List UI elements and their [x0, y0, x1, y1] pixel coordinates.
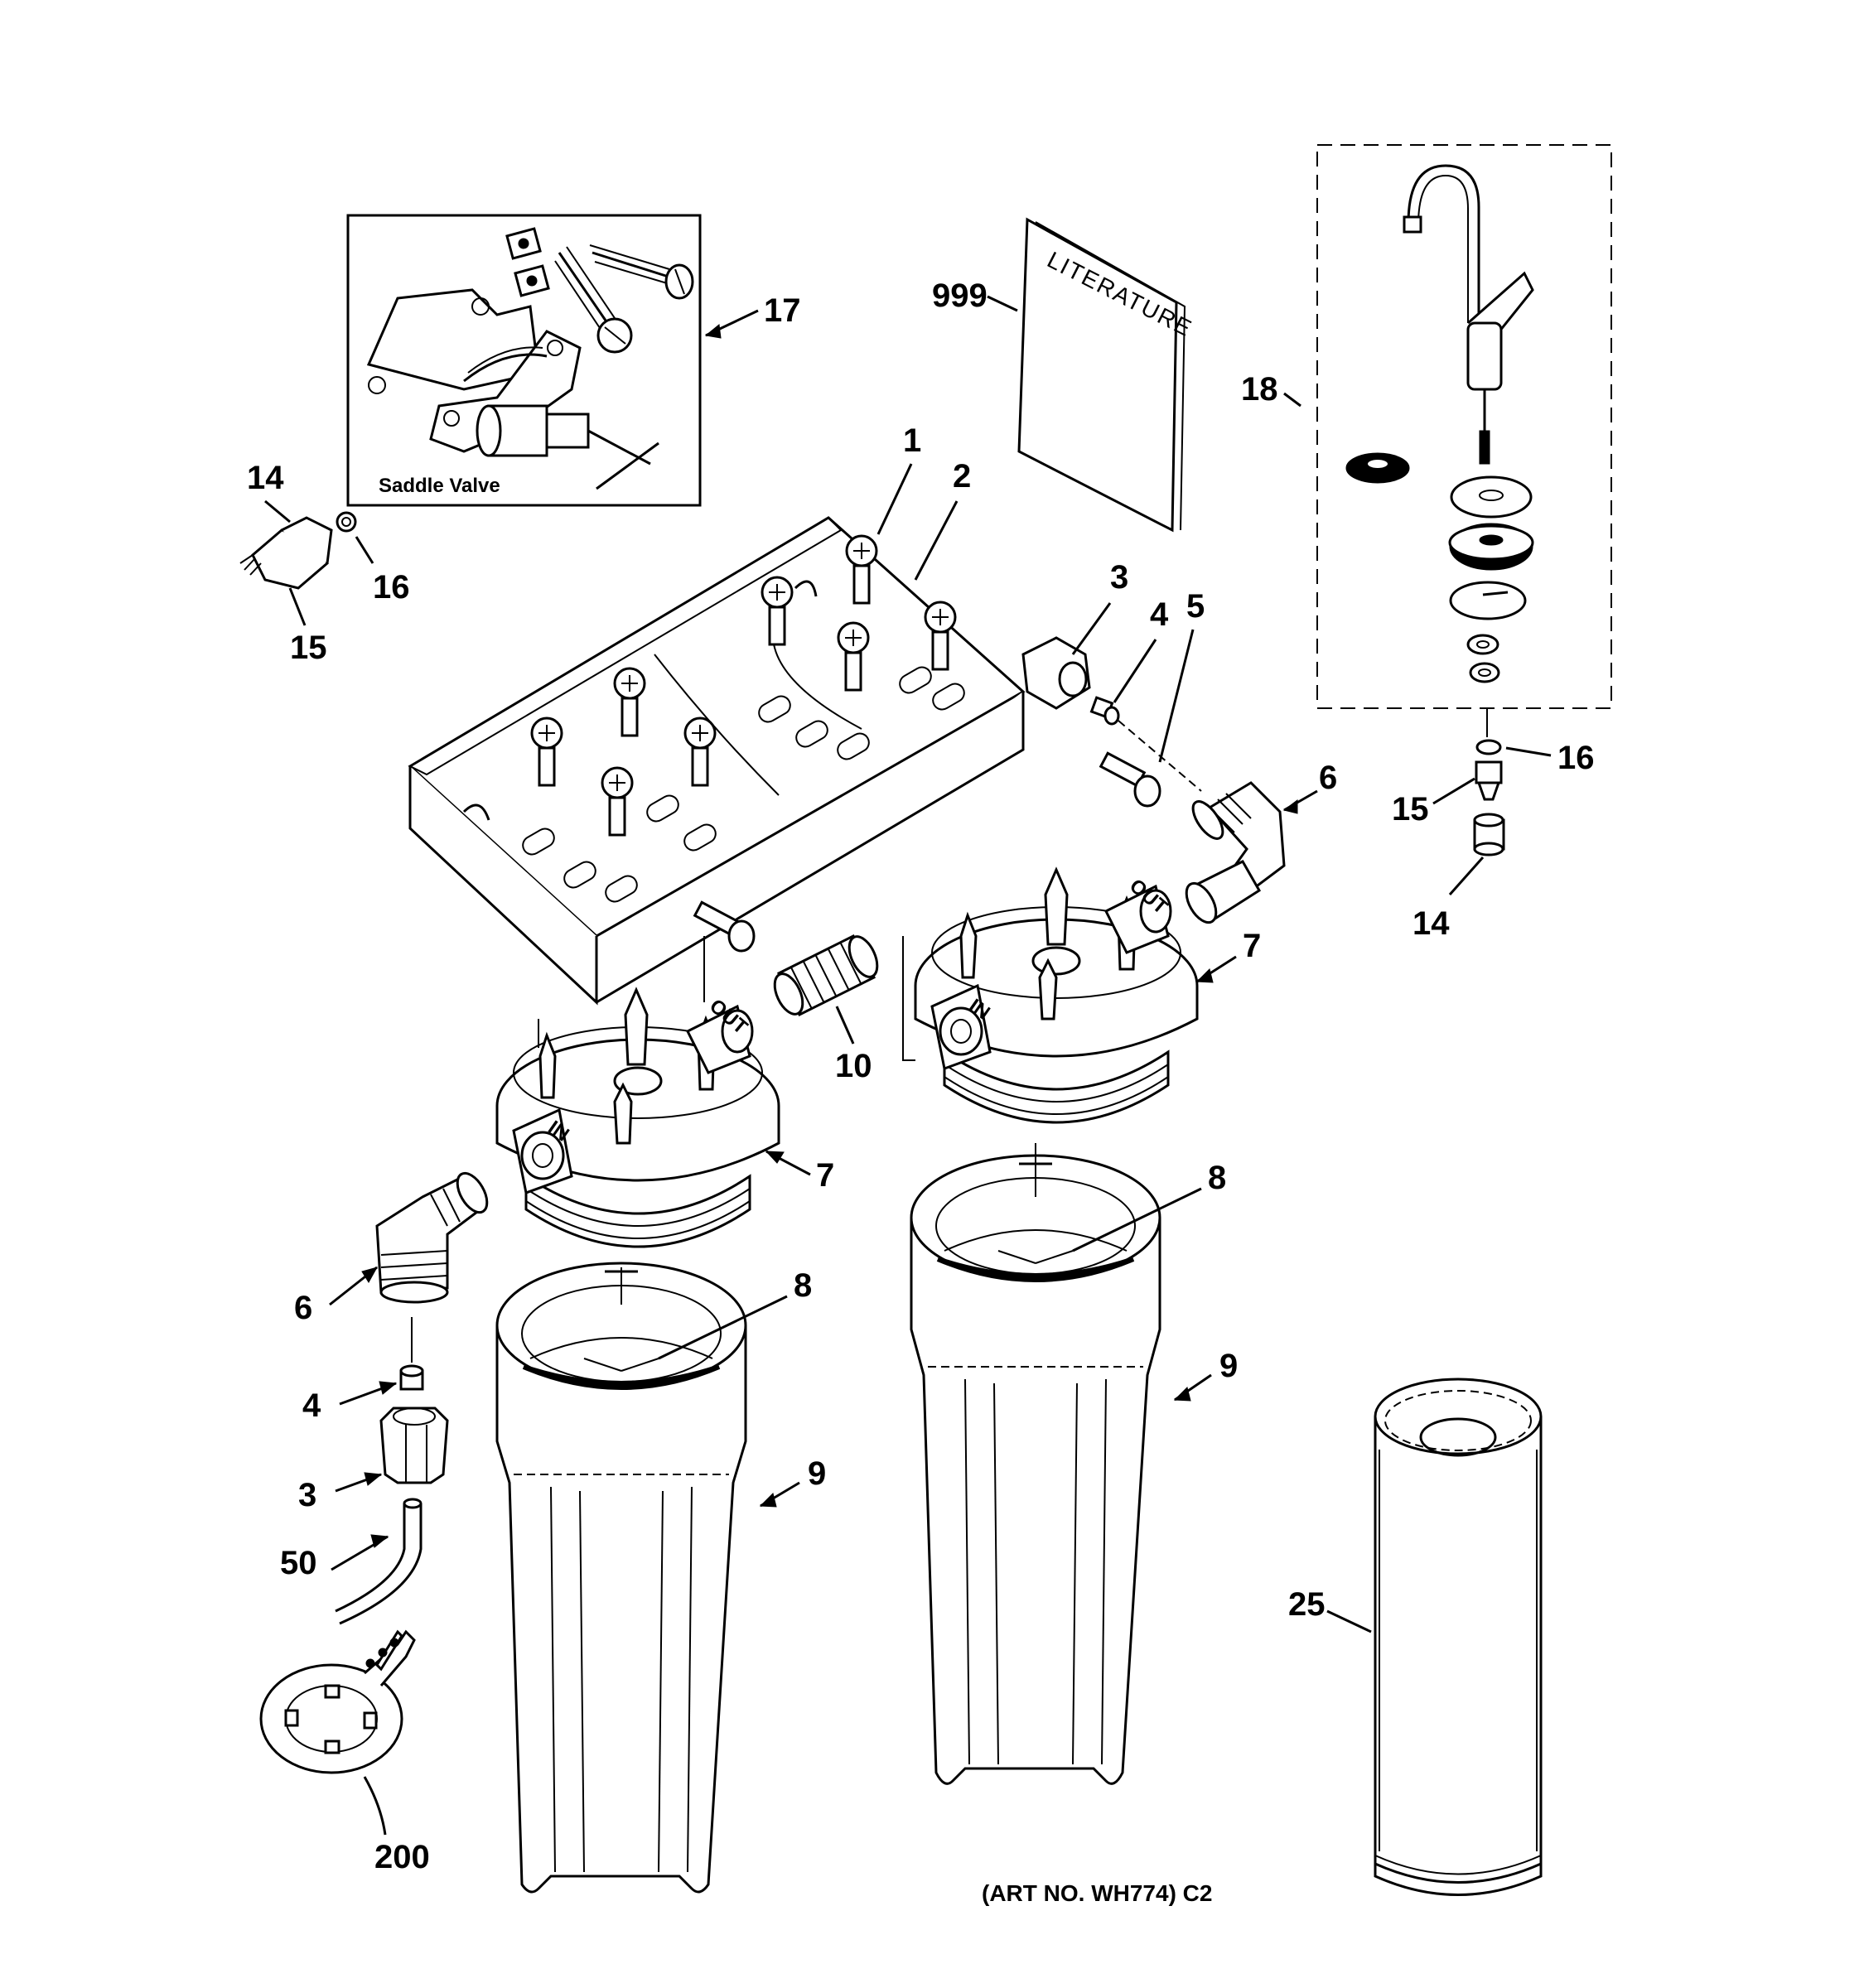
bracket-screws [530, 534, 1161, 953]
filter-housing-cap-left: IN OUT [495, 987, 780, 1248]
housing-wrench [259, 1629, 416, 1774]
filter-housing-sump-right [910, 1143, 1161, 1785]
faucet-kit-box [1316, 144, 1612, 709]
water-tube [335, 1498, 423, 1625]
compression-fitting-right [1473, 739, 1505, 856]
callout-4-left: 4 [302, 1387, 321, 1424]
compression-fitting-left [239, 511, 357, 590]
callout-14-right: 14 [1412, 905, 1450, 942]
callout-200: 200 [374, 1839, 430, 1875]
callout-9-left: 9 [808, 1455, 826, 1492]
callout-999: 999 [932, 277, 988, 314]
callout-25: 25 [1288, 1586, 1326, 1623]
callout-15-left: 15 [290, 630, 327, 666]
callout-15-right: 15 [1392, 791, 1429, 828]
saddle-valve-kit: Saddle Valve [346, 214, 702, 507]
callout-50: 50 [280, 1545, 317, 1581]
callout-4-top: 4 [1150, 596, 1169, 633]
tube-insert-left [399, 1364, 424, 1391]
filter-housing-cap-right: IN OUT [914, 866, 1199, 1124]
tube-nut-top [1021, 636, 1120, 726]
elbow-fitting-left [375, 1171, 489, 1304]
callout-6-left: 6 [294, 1290, 312, 1326]
callout-8-right: 8 [1208, 1160, 1226, 1196]
callout-3-left: 3 [298, 1477, 316, 1513]
callout-2: 2 [953, 458, 971, 495]
callout-1: 1 [903, 422, 921, 459]
nipple-connector [773, 934, 879, 1017]
literature-booklet: LITERATURE [1017, 217, 1197, 533]
callout-7-left: 7 [816, 1157, 834, 1194]
callout-6-top: 6 [1319, 760, 1337, 796]
callout-8-left: 8 [794, 1267, 812, 1304]
art-number-caption: (ART NO. WH774) C2 [982, 1880, 1212, 1906]
mounting-bracket [408, 516, 1026, 1006]
filter-housing-sump-left [495, 1262, 747, 1894]
saddle-valve-label: Saddle Valve [379, 475, 500, 497]
tube-nut-left [379, 1407, 449, 1484]
filter-cartridge [1374, 1378, 1543, 1896]
callout-7-right: 7 [1243, 928, 1261, 964]
callout-14-left: 14 [247, 460, 284, 496]
faucet-kit [1345, 164, 1534, 683]
callout-9-right: 9 [1219, 1348, 1238, 1384]
callout-10: 10 [835, 1048, 872, 1084]
callout-3-top: 3 [1110, 559, 1128, 596]
callout-16-right: 16 [1557, 740, 1595, 776]
callout-5: 5 [1186, 588, 1205, 625]
callout-16-left: 16 [373, 569, 410, 606]
elbow-fitting-top [1185, 781, 1286, 924]
callout-17: 17 [764, 292, 801, 329]
callout-18: 18 [1241, 371, 1278, 408]
